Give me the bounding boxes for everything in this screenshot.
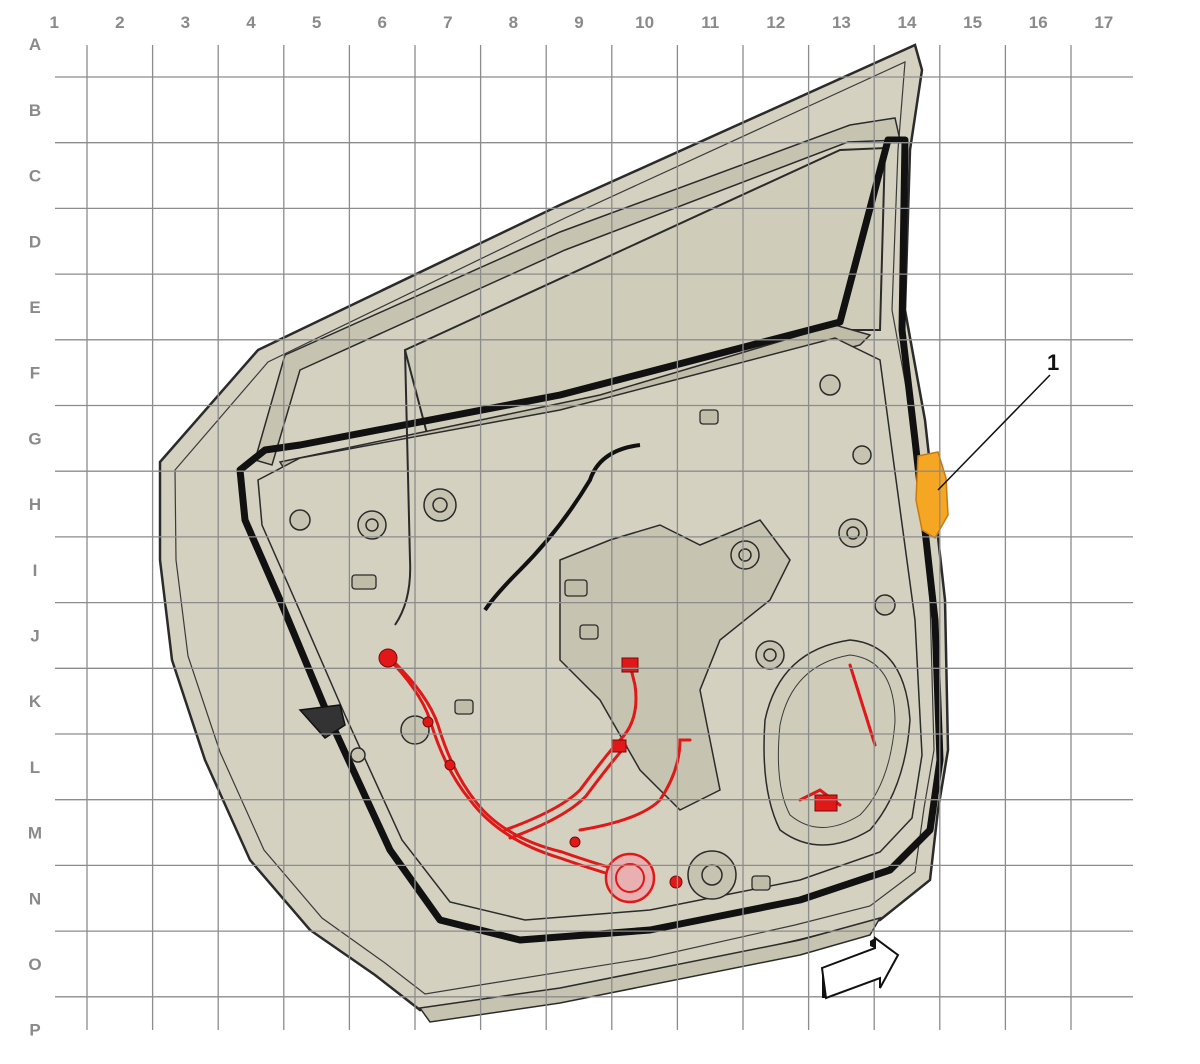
regulator-cable [483, 443, 641, 612]
door-seal [236, 136, 944, 944]
grid-row-label: G [28, 429, 41, 448]
access-holes [289, 374, 896, 900]
grid-row-label: P [29, 1021, 40, 1040]
grid-row-label: I [33, 561, 38, 580]
grid-row-label: F [30, 364, 40, 383]
grid-column-label: 1 [49, 13, 58, 32]
grid-row-label: L [30, 758, 40, 777]
grid-column-label: 16 [1029, 13, 1048, 32]
grid-row-labels: A B C D E F G H I J K L M N O P [28, 35, 42, 1040]
grid-column-label: 13 [832, 13, 851, 32]
door-lower-sill [418, 916, 882, 1023]
grid-column-label: 15 [963, 13, 982, 32]
grid-row-label: B [29, 101, 41, 120]
grid-row-label: M [28, 824, 42, 843]
grid-row-label: C [29, 167, 41, 186]
grid-column-label: 12 [766, 13, 785, 32]
grid-row-label: A [29, 35, 41, 54]
grid-column-label: 9 [574, 13, 583, 32]
grid-row-label: K [29, 692, 42, 711]
harness-connector-highlight [915, 451, 949, 540]
grid-column-label: 7 [443, 13, 452, 32]
grid-row-label: H [29, 495, 41, 514]
regulator-rail [394, 349, 412, 626]
grid-column-label: 17 [1094, 13, 1113, 32]
door-latch-handle [298, 704, 346, 739]
grid-column-label: 11 [701, 13, 719, 32]
reference-grid [55, 45, 1133, 1030]
door-outer-crease [174, 61, 935, 995]
trim-clips [351, 409, 771, 891]
grid-row-label: D [29, 232, 41, 251]
door-drawing [158, 43, 950, 1023]
grid-column-label: 3 [181, 13, 190, 32]
grid-column-label: 8 [509, 13, 518, 32]
callout-1-label: 1 [1047, 350, 1059, 375]
grid-column-label: 2 [115, 13, 124, 32]
callout-1-leader [937, 374, 1051, 491]
grid-column-label: 4 [246, 13, 256, 32]
callout-1: 1 [937, 350, 1059, 491]
grid-column-label: 5 [312, 13, 321, 32]
grid-column-label: 6 [377, 13, 386, 32]
grid-row-label: N [29, 889, 41, 908]
harness-grommet [604, 852, 656, 904]
grid-row-label: J [30, 626, 39, 645]
speaker-opening-inner [777, 654, 896, 828]
speaker-opening [763, 639, 911, 846]
grid-row-label: E [29, 298, 40, 317]
grid-column-label: 14 [898, 13, 917, 32]
grid-row-label: O [28, 955, 41, 974]
grid-column-label: 10 [635, 13, 654, 32]
forward-arrow-icon [820, 936, 900, 1000]
regulator-bracket [559, 519, 791, 811]
